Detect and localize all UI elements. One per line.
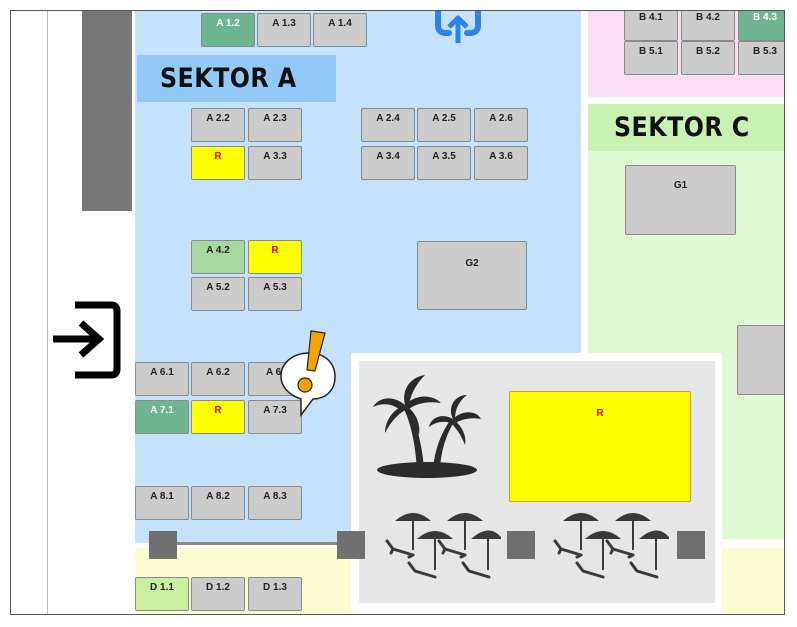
seat-a8-3[interactable]: A 8.3 bbox=[248, 486, 302, 520]
seat-a8-1[interactable]: A 8.1 bbox=[135, 486, 189, 520]
beach-reserved-area[interactable]: R bbox=[509, 391, 691, 502]
seat-a3-5[interactable]: A 3.5 bbox=[417, 146, 471, 180]
upload-arrow-icon[interactable] bbox=[433, 10, 483, 45]
post bbox=[337, 531, 365, 559]
post bbox=[507, 531, 535, 559]
floor-plan: SEKTOR A SEKTOR C A 1.2 A 1.3 A 1.4 A 2.… bbox=[10, 10, 785, 615]
seat-g2[interactable]: G2 bbox=[417, 241, 527, 310]
seat-a5-3[interactable]: A 5.3 bbox=[248, 277, 302, 311]
seat-a1-2[interactable]: A 1.2 bbox=[201, 13, 255, 47]
left-wall-line bbox=[47, 11, 48, 614]
seat-b4-3[interactable]: B 4.3 bbox=[738, 11, 784, 41]
seat-d1-3[interactable]: D 1.3 bbox=[248, 577, 302, 611]
seat-b5-2[interactable]: B 5.2 bbox=[681, 41, 735, 75]
sector-c-label: SEKTOR C bbox=[614, 112, 750, 143]
sunbed-umbrella-icon bbox=[553, 513, 669, 579]
seat-a1-3[interactable]: A 1.3 bbox=[257, 13, 311, 47]
seat-a7-1[interactable]: A 7.1 bbox=[135, 400, 189, 434]
seat-a3-6[interactable]: A 3.6 bbox=[474, 146, 528, 180]
seat-a3-2-reserved[interactable]: R bbox=[191, 146, 245, 180]
seat-a2-2[interactable]: A 2.2 bbox=[191, 108, 245, 142]
seat-a4-2[interactable]: A 4.2 bbox=[191, 240, 245, 274]
sector-a-label-bg bbox=[137, 55, 336, 102]
seat-a5-2[interactable]: A 5.2 bbox=[191, 277, 245, 311]
post bbox=[149, 531, 177, 559]
seat-a6-1[interactable]: A 6.1 bbox=[135, 362, 189, 396]
exclamation-bubble-icon[interactable] bbox=[277, 327, 341, 427]
sector-a-label: SEKTOR A bbox=[160, 63, 297, 94]
seat-g-partial[interactable]: G bbox=[737, 325, 784, 395]
seat-a6-2[interactable]: A 6.2 bbox=[191, 362, 245, 396]
wall-block bbox=[82, 11, 132, 211]
seat-b4-2[interactable]: B 4.2 bbox=[681, 11, 735, 41]
seat-a3-4[interactable]: A 3.4 bbox=[361, 146, 415, 180]
seat-d1-1[interactable]: D 1.1 bbox=[135, 577, 189, 611]
login-arrow-icon[interactable] bbox=[49, 299, 123, 381]
seat-a3-3[interactable]: A 3.3 bbox=[248, 146, 302, 180]
sector-d-area-right bbox=[722, 548, 784, 614]
seat-a1-4[interactable]: A 1.4 bbox=[313, 13, 367, 47]
seat-a2-5[interactable]: A 2.5 bbox=[417, 108, 471, 142]
palm-trees-icon bbox=[373, 375, 481, 478]
post bbox=[677, 531, 705, 559]
sunbed-umbrella-icon bbox=[385, 513, 501, 579]
seat-b4-1[interactable]: B 4.1 bbox=[624, 11, 678, 41]
seat-b5-1[interactable]: B 5.1 bbox=[624, 41, 678, 75]
seat-a8-2[interactable]: A 8.2 bbox=[191, 486, 245, 520]
seat-a4-3-reserved[interactable]: R bbox=[248, 240, 302, 274]
seat-a7-3[interactable]: A 7.3 bbox=[248, 400, 302, 434]
seat-a2-6[interactable]: A 2.6 bbox=[474, 108, 528, 142]
seat-a2-4[interactable]: A 2.4 bbox=[361, 108, 415, 142]
sector-c-label-bg bbox=[588, 104, 784, 151]
seat-a2-3[interactable]: A 2.3 bbox=[248, 108, 302, 142]
seat-g1[interactable]: G1 bbox=[625, 165, 736, 235]
seat-a7-2-reserved[interactable]: R bbox=[191, 400, 245, 434]
seat-b5-3[interactable]: B 5.3 bbox=[738, 41, 784, 75]
rope-line bbox=[163, 542, 353, 545]
seat-d1-2[interactable]: D 1.2 bbox=[191, 577, 245, 611]
